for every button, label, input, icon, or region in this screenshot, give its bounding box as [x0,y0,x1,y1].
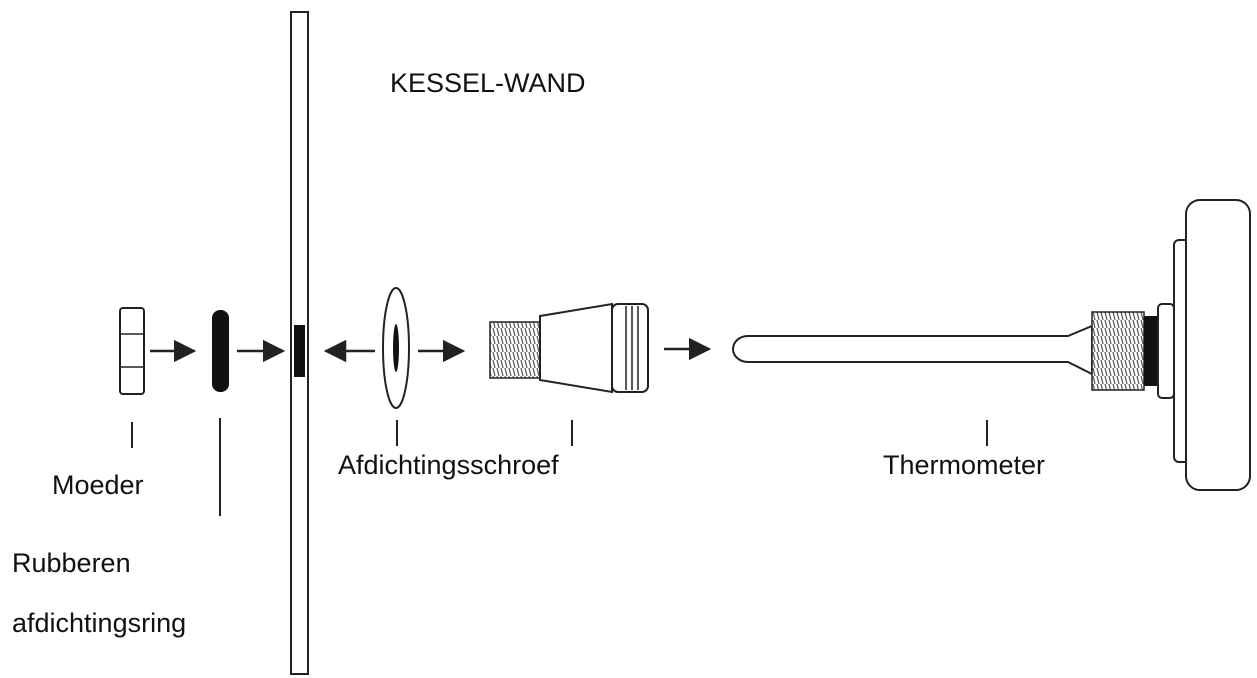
rubber-ring-part [212,310,229,392]
nut-label: Moeder [52,470,144,500]
rubber-ring-label-line2: afdichtingsring [12,608,187,638]
sealing-screw-label: Afdichtingsschroef [338,450,559,480]
washer-part [382,287,410,409]
boiler-wall-label: KESSEL-WAND [390,68,586,98]
thermometer-part [732,199,1251,491]
rubber-ring-label-line1: Rubberen [12,548,131,578]
sealing-screw-part [489,302,649,394]
nut-part [119,307,145,395]
thermometer-label: Thermometer [883,450,1046,480]
boiler-wall [290,11,309,675]
